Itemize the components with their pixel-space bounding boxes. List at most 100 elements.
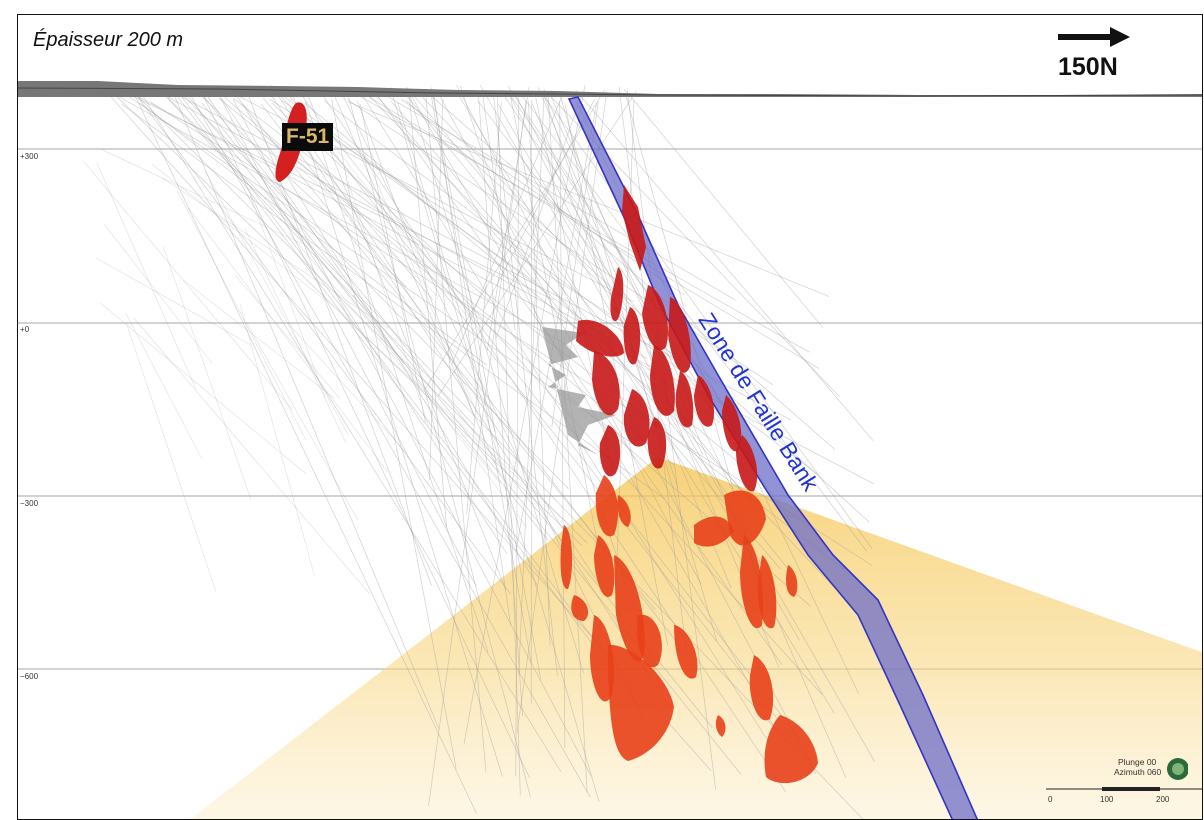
drill-trace <box>170 87 440 730</box>
north-label: 150N <box>1058 53 1118 81</box>
drill-trace <box>495 94 583 339</box>
drill-trace <box>305 100 489 653</box>
drill-trace <box>429 94 836 450</box>
drill-trace <box>477 100 740 445</box>
drill-trace <box>346 99 774 386</box>
drill-trace <box>133 92 477 814</box>
drill-trace <box>516 91 608 734</box>
drill-trace <box>542 90 738 500</box>
drill-trace <box>232 91 656 611</box>
drill-trace <box>518 89 545 676</box>
drill-trace <box>177 90 630 686</box>
drill-trace <box>347 101 830 297</box>
drill-trace <box>201 93 531 779</box>
drill-trace <box>331 99 457 770</box>
drill-trace <box>132 95 555 301</box>
drill-trace <box>132 91 588 544</box>
drill-trace <box>244 228 347 444</box>
drill-trace <box>270 84 823 695</box>
drill-trace <box>397 102 496 432</box>
drill-trace <box>159 90 475 426</box>
drill-trace <box>486 87 530 351</box>
drill-trace <box>363 152 480 418</box>
drill-trace <box>287 322 408 454</box>
drill-trace <box>162 246 252 500</box>
drill-trace <box>185 93 549 541</box>
drill-trace <box>221 98 404 364</box>
topographic-surface-edge <box>18 87 1202 97</box>
drill-trace <box>182 279 335 399</box>
drill-trace <box>353 92 810 353</box>
drill-trace <box>134 94 874 485</box>
drill-trace <box>558 92 718 642</box>
elevation-label-0: +0 <box>20 325 30 334</box>
scale-tick-0: 0 <box>1048 795 1053 804</box>
drill-trace <box>482 93 516 331</box>
drill-trace <box>509 95 626 322</box>
drill-trace <box>288 232 501 484</box>
drill-trace <box>424 89 605 390</box>
drill-trace <box>246 322 359 521</box>
drill-trace <box>213 85 477 587</box>
drill-trace <box>431 87 542 680</box>
drill-trace <box>151 163 329 304</box>
drill-trace <box>424 88 487 773</box>
drill-trace <box>356 100 475 417</box>
drill-trace <box>352 294 528 528</box>
drill-trace <box>200 85 508 554</box>
drill-trace <box>576 90 874 442</box>
cross-section-view <box>18 81 1202 819</box>
drill-trace <box>626 88 717 790</box>
drill-trace <box>354 88 820 369</box>
drill-trace <box>405 86 778 733</box>
topographic-surface <box>18 81 1202 97</box>
drill-trace <box>139 90 562 773</box>
drill-trace <box>466 102 502 515</box>
drill-trace <box>331 90 500 473</box>
drill-trace <box>263 187 421 388</box>
mineralized-zones-lower <box>560 475 818 784</box>
drill-trace <box>497 103 876 763</box>
drill-trace <box>438 91 637 397</box>
drill-trace <box>104 224 213 364</box>
drill-trace <box>520 93 868 552</box>
drill-trace <box>559 100 566 748</box>
drill-trace <box>98 85 572 348</box>
drill-trace <box>549 93 847 778</box>
elevation-label-300: +300 <box>20 152 39 161</box>
drill-trace <box>430 91 532 664</box>
drill-trace <box>384 94 736 301</box>
drill-trace <box>515 97 520 777</box>
drill-trace <box>509 90 601 558</box>
drill-trace <box>478 96 523 717</box>
drill-trace <box>373 90 783 666</box>
drill-trace <box>515 102 598 551</box>
target-cone <box>190 457 1202 819</box>
drill-trace <box>167 97 864 819</box>
drill-trace <box>355 328 569 525</box>
drill-trace <box>187 207 388 472</box>
azimuth-label: Azimuth 060 <box>1114 767 1162 777</box>
scale-tick-100: 100 <box>1100 795 1114 804</box>
drill-trace <box>542 94 873 549</box>
drill-trace <box>614 100 635 612</box>
drill-trace <box>360 104 426 423</box>
drill-trace <box>249 194 326 398</box>
drill-trace <box>530 104 533 704</box>
drill-trace <box>96 161 197 390</box>
drill-trace <box>99 302 306 474</box>
lens-label: F-51 <box>282 123 334 151</box>
drill-trace <box>153 88 648 360</box>
thickness-label: Épaisseur 200 m <box>33 29 184 51</box>
drill-trace <box>390 100 611 359</box>
elevation-label-minus600: −600 <box>20 672 39 681</box>
drill-trace <box>292 93 503 777</box>
drill-trace <box>626 91 824 329</box>
mineralized-zones-upper <box>576 185 758 492</box>
drill-trace <box>547 91 588 793</box>
drill-trace <box>271 95 669 706</box>
drill-trace <box>405 100 870 523</box>
drill-trace <box>188 92 591 798</box>
drill-trace <box>304 102 765 484</box>
drill-trace <box>126 324 217 592</box>
